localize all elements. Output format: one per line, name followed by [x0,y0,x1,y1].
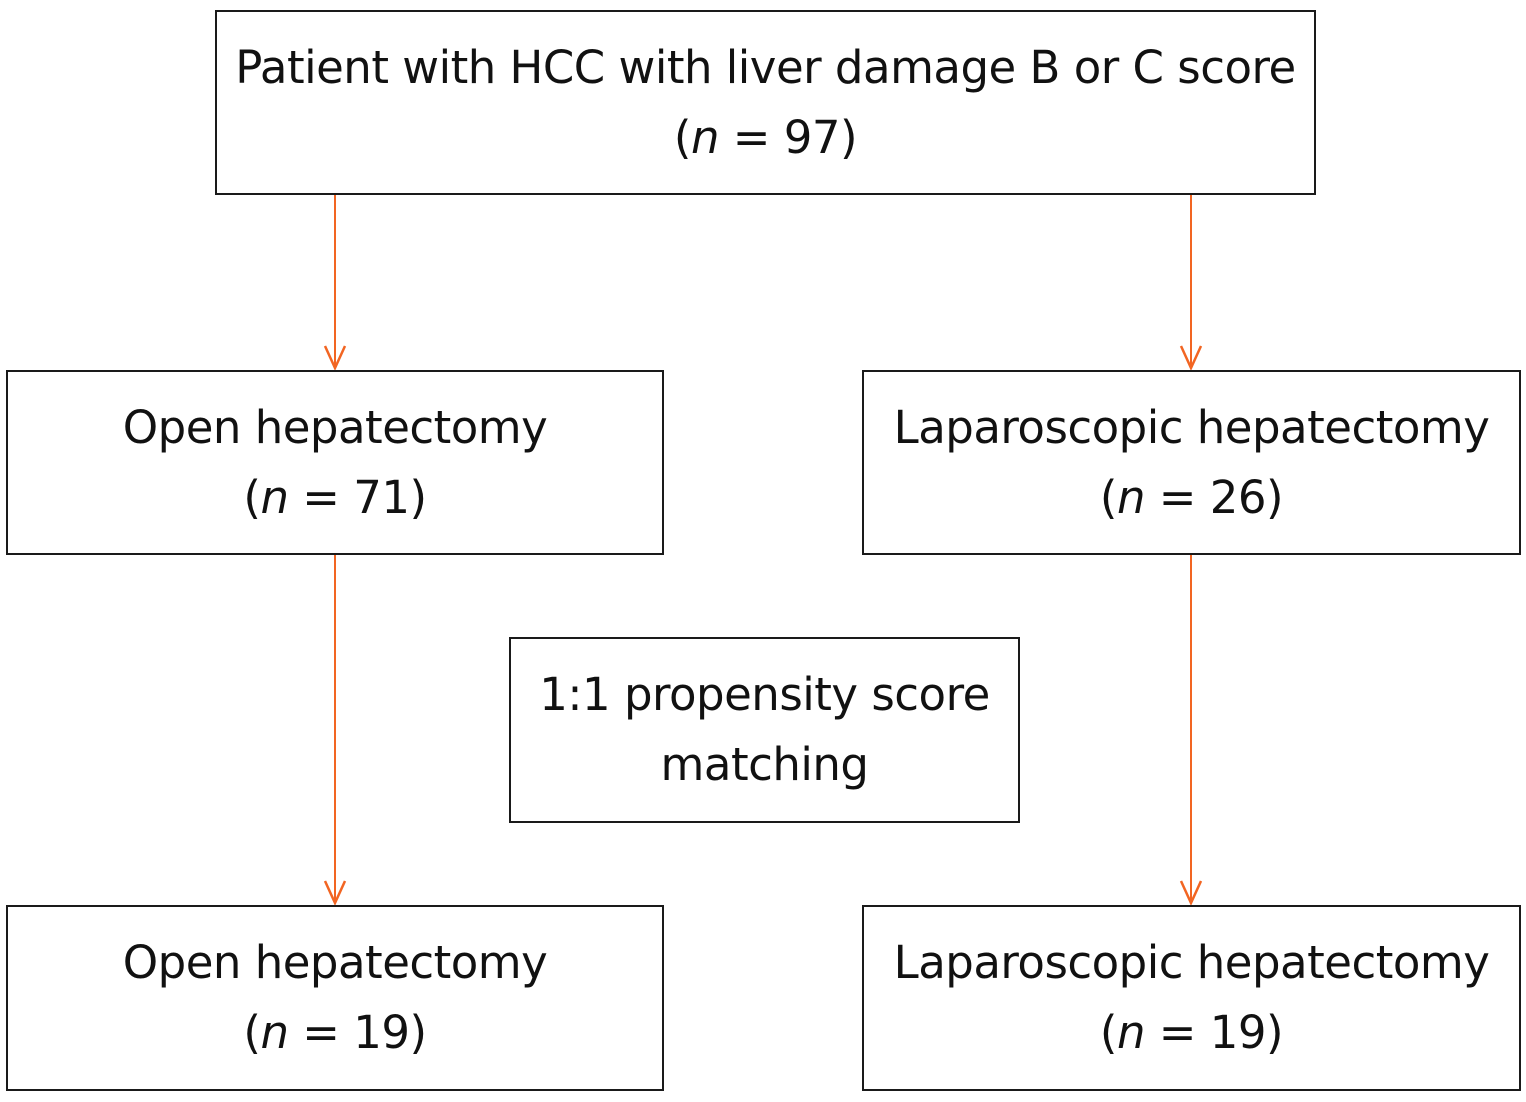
node-laparoscopic-hepatectomy-initial: Laparoscopic hepatectomy (n = 26) [862,370,1521,555]
node-count: (n = 19) [243,1006,427,1059]
arrow-top-to-open [323,195,347,372]
arrow-laparoscopic-to-laparoscopic-matched [1179,555,1203,907]
node-all-patients: Patient with HCC with liver damage B or … [215,10,1316,195]
node-count: (n = 19) [1099,1006,1284,1059]
node-label: Laparoscopic hepatectomy [893,936,1490,989]
node-label: Open hepatectomy [122,400,548,454]
node-label-line2: matching [660,738,869,791]
node-open-hepatectomy-initial: Open hepatectomy (n = 71) [6,370,664,555]
node-label: Patient with HCC with liver damage B or … [235,40,1296,94]
node-propensity-score-matching: 1:1 propensity score matching [509,637,1020,823]
node-label: Laparoscopic hepatectomy [893,400,1490,454]
arrow-open-to-open-matched [323,555,347,907]
node-count: (n = 26) [1099,470,1284,524]
node-open-hepatectomy-matched: Open hepatectomy (n = 19) [6,905,664,1091]
node-laparoscopic-hepatectomy-matched: Laparoscopic hepatectomy (n = 19) [862,905,1521,1091]
node-label-line1: 1:1 propensity score [539,668,990,721]
arrow-top-to-laparoscopic [1179,195,1203,372]
node-label: Open hepatectomy [122,936,548,989]
node-count: (n = 71) [243,470,427,524]
node-count: (n = 97) [673,110,858,164]
